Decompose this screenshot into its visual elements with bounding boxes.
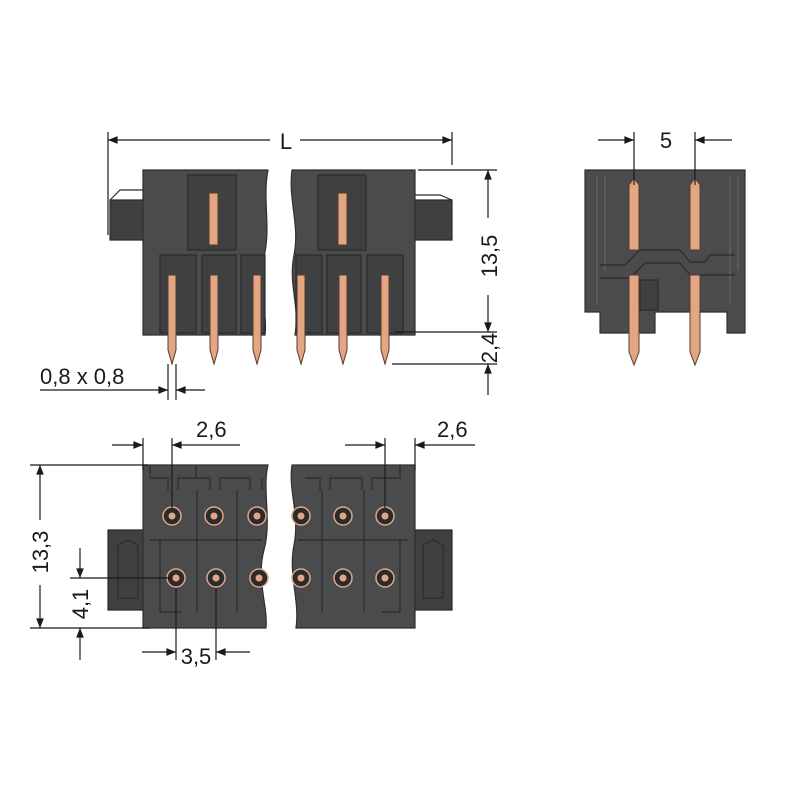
side-lower-pin-right <box>689 274 701 367</box>
front-upper-pin-left <box>208 192 219 246</box>
dim-row-offset-label: 4,1 <box>68 589 93 620</box>
side-lower-pin-left <box>628 274 640 367</box>
side-housing <box>584 169 746 334</box>
side-upper-pin-left <box>628 177 640 251</box>
dim-pitch-bottom-label: 3,5 <box>181 644 212 669</box>
front-pin-5 <box>338 274 348 366</box>
front-pin-1 <box>167 274 177 366</box>
dim-height-bottom-label: 13,3 <box>28 531 53 574</box>
bottom-housing-right <box>290 464 416 629</box>
dim-pitch-side-label: 5 <box>660 128 672 153</box>
dim-pin-protrusion-label: 2,4 <box>477 333 502 364</box>
front-left-latch <box>109 199 146 241</box>
side-inner-rib <box>639 279 659 311</box>
bottom-view: 2,6 2,6 13,3 4,1 3,5 <box>28 417 475 669</box>
dim-offset-right-label: 2,6 <box>437 417 468 442</box>
bottom-contacts <box>162 506 395 588</box>
dim-height-front-label: 13,5 <box>477 235 502 278</box>
front-pin-2 <box>209 274 219 366</box>
bottom-housing-left <box>142 464 269 629</box>
side-view: 5 <box>584 128 746 367</box>
side-upper-pin-right <box>689 177 701 251</box>
front-right-latch <box>414 199 453 241</box>
dim-length-label: L <box>280 129 292 154</box>
front-pin-6 <box>380 274 390 366</box>
dim-pin-section-label: 0,8 x 0,8 <box>40 364 124 389</box>
front-lower-pins <box>167 274 390 366</box>
front-pin-3 <box>252 274 262 366</box>
front-bay-2 <box>201 254 237 334</box>
dim-offset-left-label: 2,6 <box>196 417 227 442</box>
front-bay-1 <box>159 254 197 334</box>
front-view: L 13,5 2,4 0,8 x 0,8 <box>40 129 502 400</box>
front-upper-pin-right <box>337 192 348 246</box>
front-pin-4 <box>296 274 306 366</box>
